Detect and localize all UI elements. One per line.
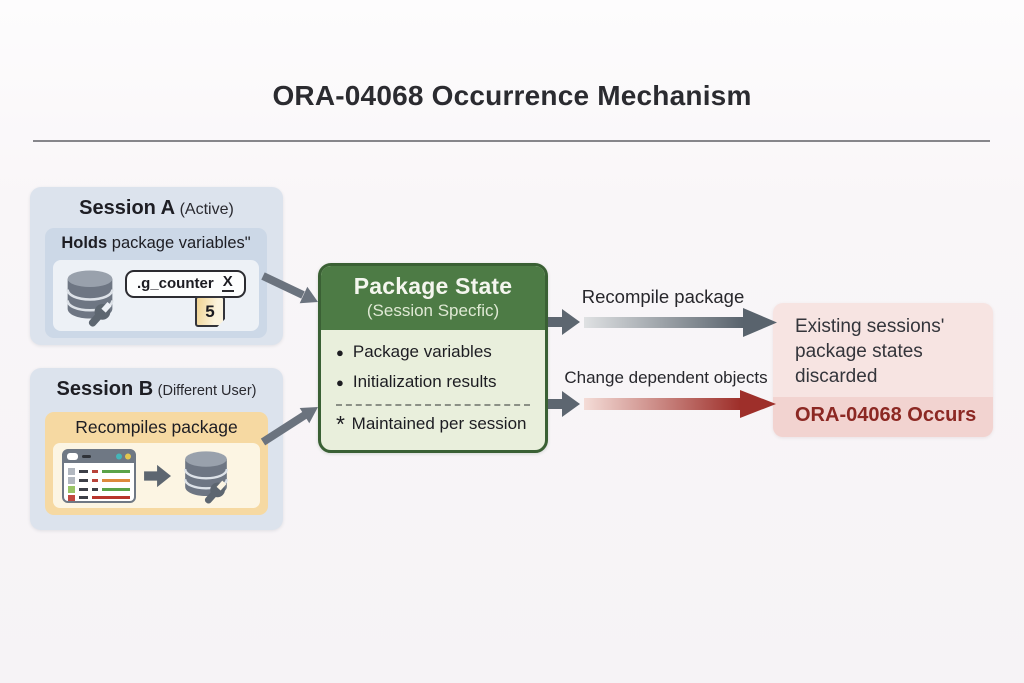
session-a-title: Session A [79, 197, 176, 219]
package-state-footnote: * Maintained per session [336, 411, 530, 437]
session-b-icon-panel [53, 443, 260, 508]
code-editor-icon [62, 448, 136, 503]
wrench-icon [88, 301, 112, 327]
change-objects-arrow-label: Change dependent objects [564, 368, 768, 387]
session-a-box: Session A (Active) Holds package variabl… [30, 187, 283, 345]
package-state-header: Package State (Session Specfic) [321, 266, 545, 330]
package-state-subtitle: (Session Specfic) [366, 301, 500, 320]
database-wrench-icon [66, 270, 114, 327]
asterisk-icon: * [336, 411, 345, 437]
title-divider [33, 140, 990, 142]
session-a-action: Holds package variables" [45, 228, 267, 253]
list-item: ● Initialization results [336, 372, 530, 392]
variable-chip-group: .g_counter X 5 [125, 270, 246, 327]
package-state-body: ● Package variables ● Initialization res… [321, 330, 545, 437]
error-strip: ORA-04068 Occurs [773, 397, 993, 437]
arrow-recompile-package [548, 308, 777, 337]
result-text: Existing sessions' package states discar… [795, 316, 945, 388]
list-item-label: Package variables [352, 342, 492, 361]
list-item: ● Package variables [336, 342, 530, 362]
session-b-box: Session B (Different User) Recompiles pa… [30, 368, 283, 530]
arrow-change-dependent-objects [548, 390, 776, 418]
session-a-icon-panel: .g_counter X 5 [53, 260, 259, 331]
session-b-action: Recompiles package [75, 417, 238, 437]
variable-value-tag: 5 [195, 296, 225, 327]
package-state-title: Package State [353, 273, 513, 299]
session-a-action-rest: package variables" [107, 234, 251, 252]
dashed-divider [336, 404, 530, 406]
bullet-icon: ● [336, 375, 344, 390]
session-b-subtitle: (Different User) [157, 383, 257, 399]
list-item-label: Initialization results [352, 372, 497, 391]
session-b-title: Session B [56, 378, 154, 400]
error-label: ORA-04068 Occurs [795, 404, 977, 426]
result-box: Existing sessions' package states discar… [773, 303, 993, 437]
page-title: ORA-04068 Occurrence Mechanism [272, 80, 752, 111]
session-a-action-panel: Holds package variables" [45, 228, 267, 338]
x-variable-icon: X [221, 273, 234, 292]
variable-chip: .g_counter X [125, 270, 246, 298]
database-wrench-icon [184, 450, 228, 504]
footnote-label: Maintained per session [351, 414, 527, 433]
session-b-header: Session B (Different User) [30, 378, 283, 401]
session-a-action-verb: Holds [61, 234, 108, 252]
session-a-subtitle: (Active) [179, 201, 234, 218]
arrow-right-icon [144, 464, 171, 487]
wrench-icon [204, 480, 227, 504]
recompile-arrow-label: Recompile package [581, 286, 745, 307]
package-state-box: Package State (Session Specfic) ● Packag… [318, 263, 548, 453]
session-a-header: Session A (Active) [30, 197, 283, 220]
bullet-icon: ● [336, 345, 344, 360]
session-b-action-panel: Recompiles package [45, 412, 268, 515]
variable-name: .g_counter [137, 275, 214, 292]
